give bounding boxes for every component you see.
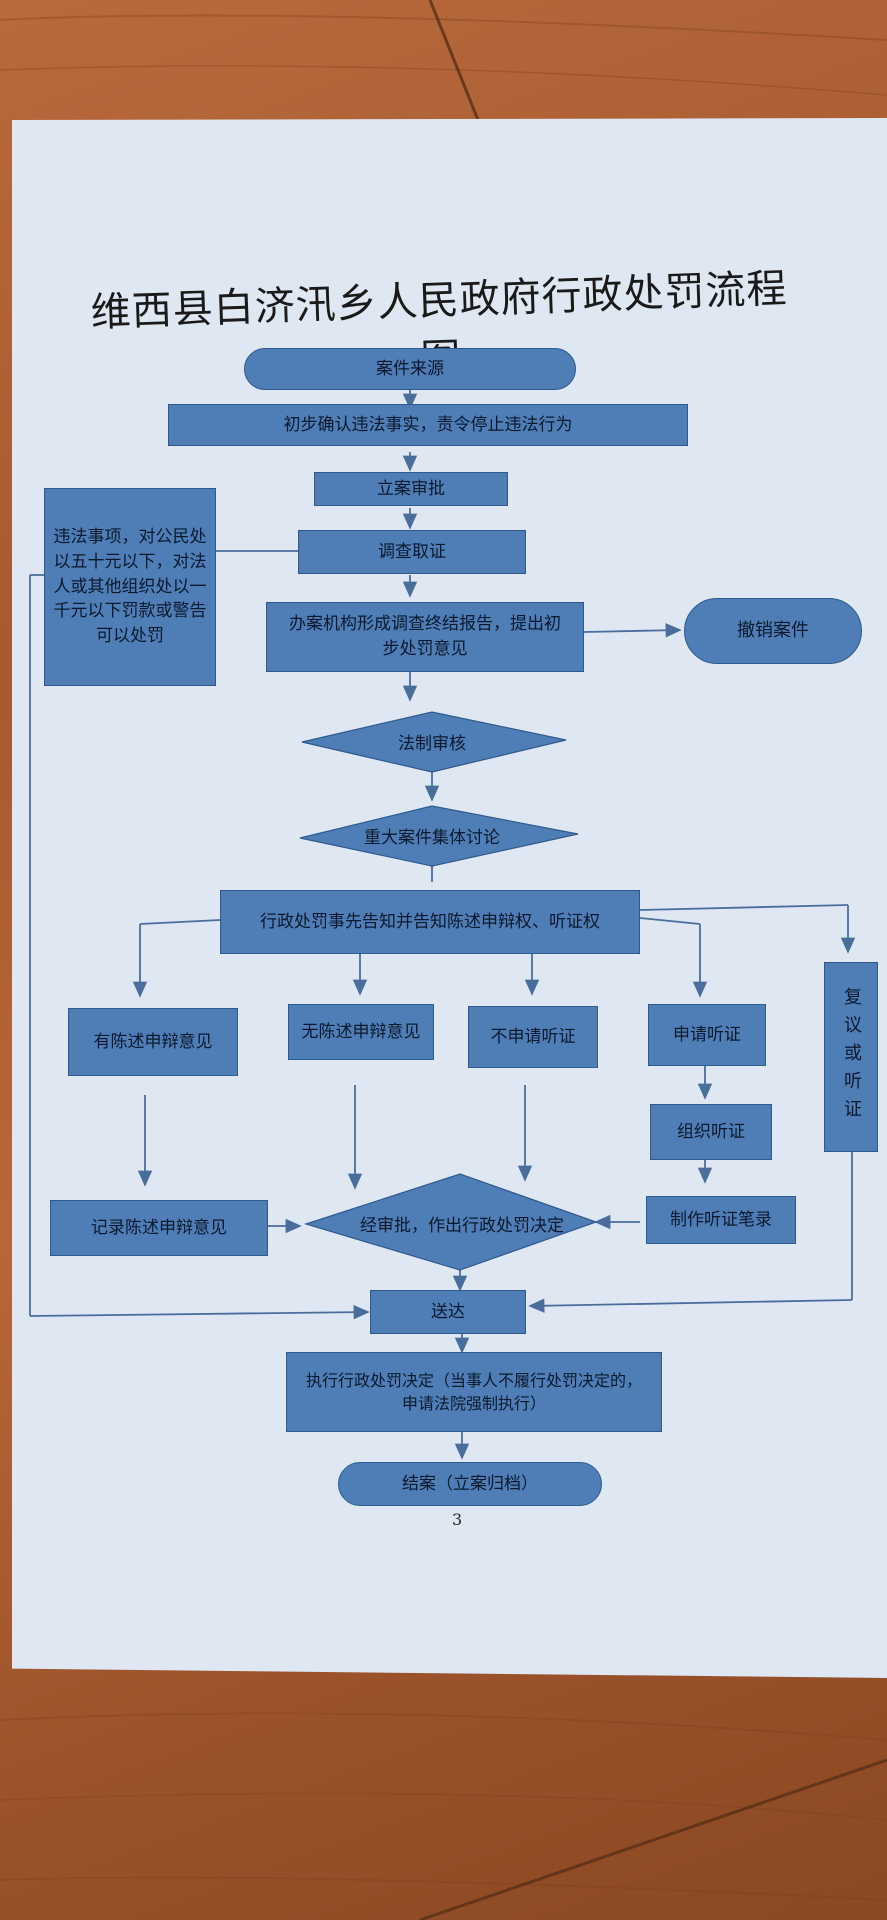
delivery-label: 送达	[431, 1301, 465, 1322]
apply-hearing-label: 申请听证	[673, 1024, 741, 1045]
record-statement-node: 记录陈述申辩意见	[50, 1200, 268, 1256]
investigation-report-node: 办案机构形成调查终结报告，提出初步处罚意见	[266, 602, 584, 672]
cancel-case-node: 撤销案件	[684, 598, 862, 664]
organize-hearing-label: 组织听证	[677, 1121, 745, 1142]
prior-notice-label: 行政处罚事先告知并告知陈述申辩权、听证权	[260, 911, 600, 932]
case-closure-node: 结案（立案归档）	[338, 1462, 602, 1506]
legal-review-diamond	[301, 711, 567, 773]
prior-notice-node: 行政处罚事先告知并告知陈述申辩权、听证权	[220, 890, 640, 954]
execute-decision-node: 执行行政处罚决定（当事人不履行处罚决定的，申请法院强制执行）	[286, 1352, 662, 1432]
has-statement-opinion-node: 有陈述申辩意见	[68, 1008, 238, 1076]
case-filing-node: 立案审批	[314, 472, 508, 506]
case-closure-label: 结案（立案归档）	[402, 1473, 538, 1494]
organize-hearing-node: 组织听证	[650, 1104, 772, 1160]
investigation-node: 调查取证	[298, 530, 526, 574]
case-source-node: 案件来源	[244, 348, 576, 390]
summary-penalty-node: 违法事项，对公民处以五十元以下，对法人或其他组织处以一千元以下罚款或警告可以处罚	[44, 488, 216, 686]
investigation-report-label: 办案机构形成调查终结报告，提出初步处罚意见	[289, 614, 561, 659]
no-statement-opinion-node: 无陈述申辩意见	[288, 1004, 434, 1060]
major-case-label: 重大案件集体讨论	[364, 827, 500, 848]
hearing-record-node: 制作听证笔录	[646, 1196, 796, 1244]
record-statement-label: 记录陈述申辩意见	[91, 1217, 227, 1238]
cancel-case-label: 撤销案件	[737, 619, 809, 641]
case-filing-label: 立案审批	[377, 478, 445, 499]
investigation-label: 调查取证	[378, 541, 446, 562]
review-or-hearing-node: 复议或听证	[824, 962, 878, 1152]
summary-penalty-label: 违法事项，对公民处以五十元以下，对法人或其他组织处以一千元以下罚款或警告可以处罚	[53, 527, 207, 646]
hearing-record-label: 制作听证笔录	[670, 1209, 772, 1230]
no-hearing-request-node: 不申请听证	[468, 1006, 598, 1068]
apply-hearing-node: 申请听证	[648, 1004, 766, 1066]
initial-confirmation-label: 初步确认违法事实，责令停止违法行为	[283, 414, 573, 435]
initial-confirmation-node: 初步确认违法事实，责令停止违法行为	[168, 404, 688, 446]
decision-diamond	[303, 1173, 598, 1271]
review-or-hearing-label: 复议或听证	[841, 987, 863, 1127]
case-source-label: 案件来源	[376, 358, 444, 379]
decision-label: 经审批，作出行政处罚决定	[360, 1215, 564, 1236]
no-statement-opinion-label: 无陈述申辩意见	[301, 1021, 421, 1042]
legal-review-label: 法制审核	[398, 733, 466, 754]
page-number: 3	[452, 1510, 463, 1529]
has-statement-opinion-label: 有陈述申辩意见	[93, 1031, 213, 1052]
delivery-node: 送达	[370, 1290, 526, 1334]
execute-decision-label: 执行行政处罚决定（当事人不履行处罚决定的，申请法院强制执行）	[305, 1370, 642, 1413]
major-case-diamond	[299, 805, 579, 867]
no-hearing-request-label: 不申请听证	[490, 1026, 576, 1047]
